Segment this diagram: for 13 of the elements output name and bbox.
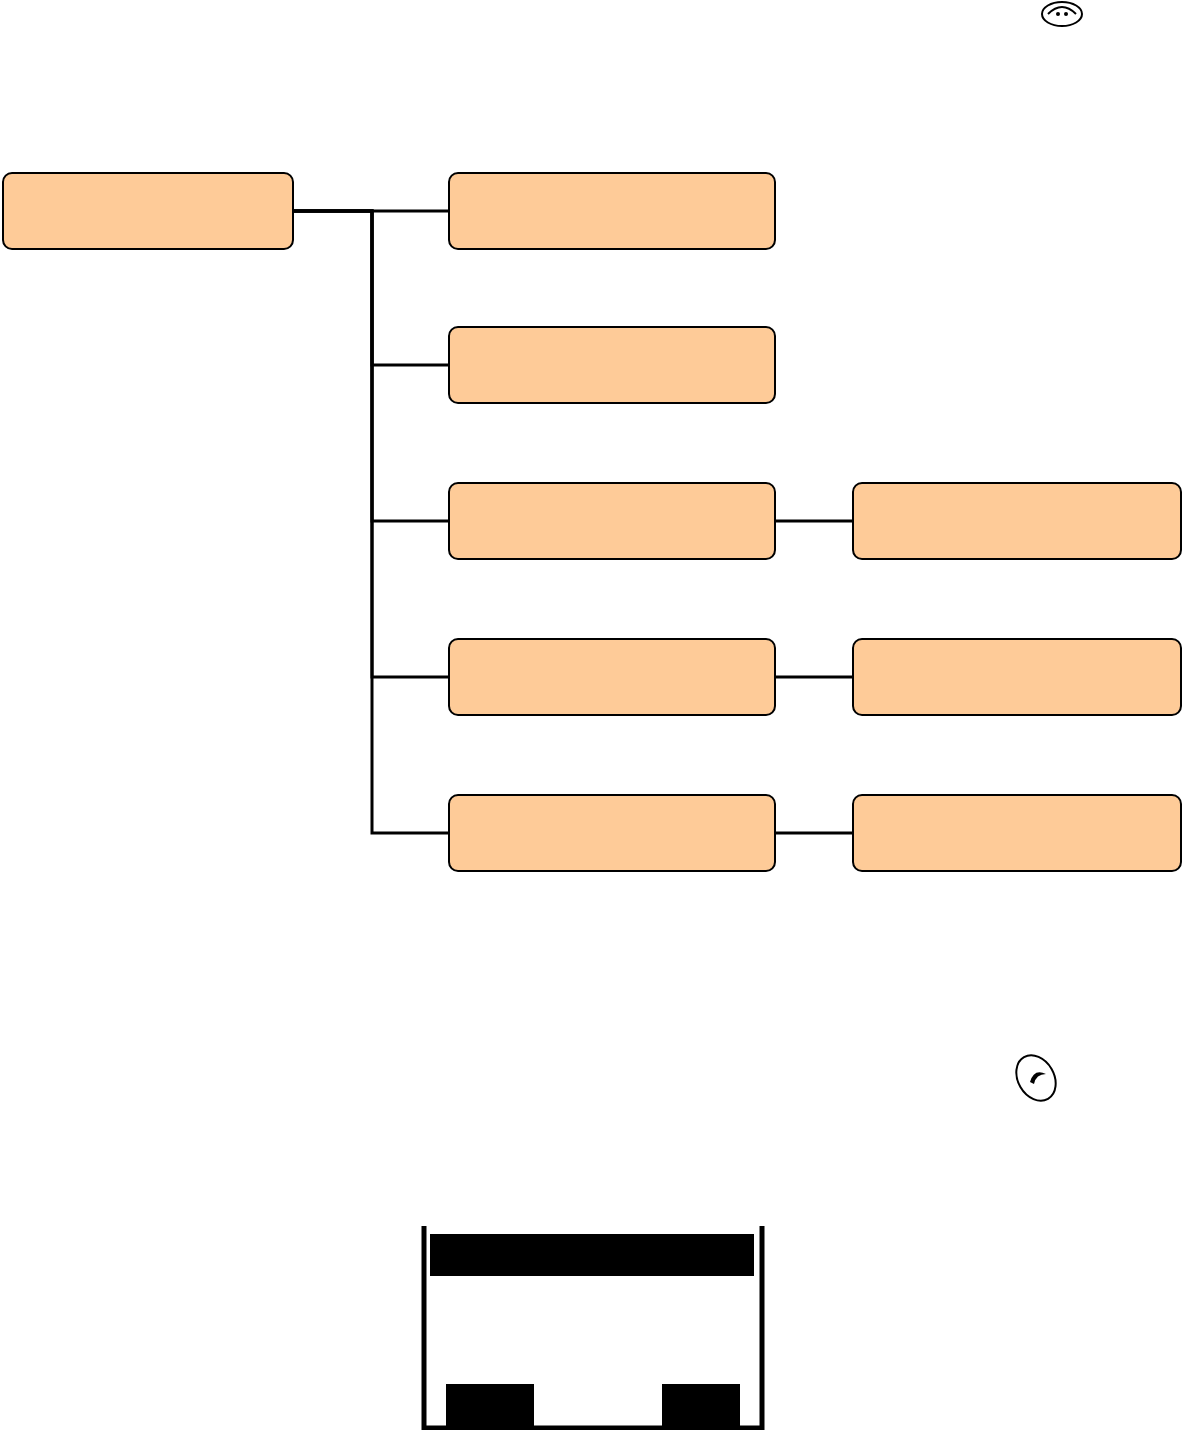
- rounded-box: [448, 794, 776, 872]
- rounded-box: [448, 638, 776, 716]
- connector-line: [776, 519, 852, 523]
- connector-line: [294, 209, 448, 835]
- rounded-box: [852, 794, 1182, 872]
- rounded-box: [448, 326, 776, 404]
- rounded-box: [448, 172, 776, 250]
- rounded-box: [448, 482, 776, 560]
- connector-line: [776, 831, 852, 835]
- connector-line: [776, 675, 852, 679]
- rounded-box: [2, 172, 294, 250]
- rounded-box: [852, 638, 1182, 716]
- rounded-box: [852, 482, 1182, 560]
